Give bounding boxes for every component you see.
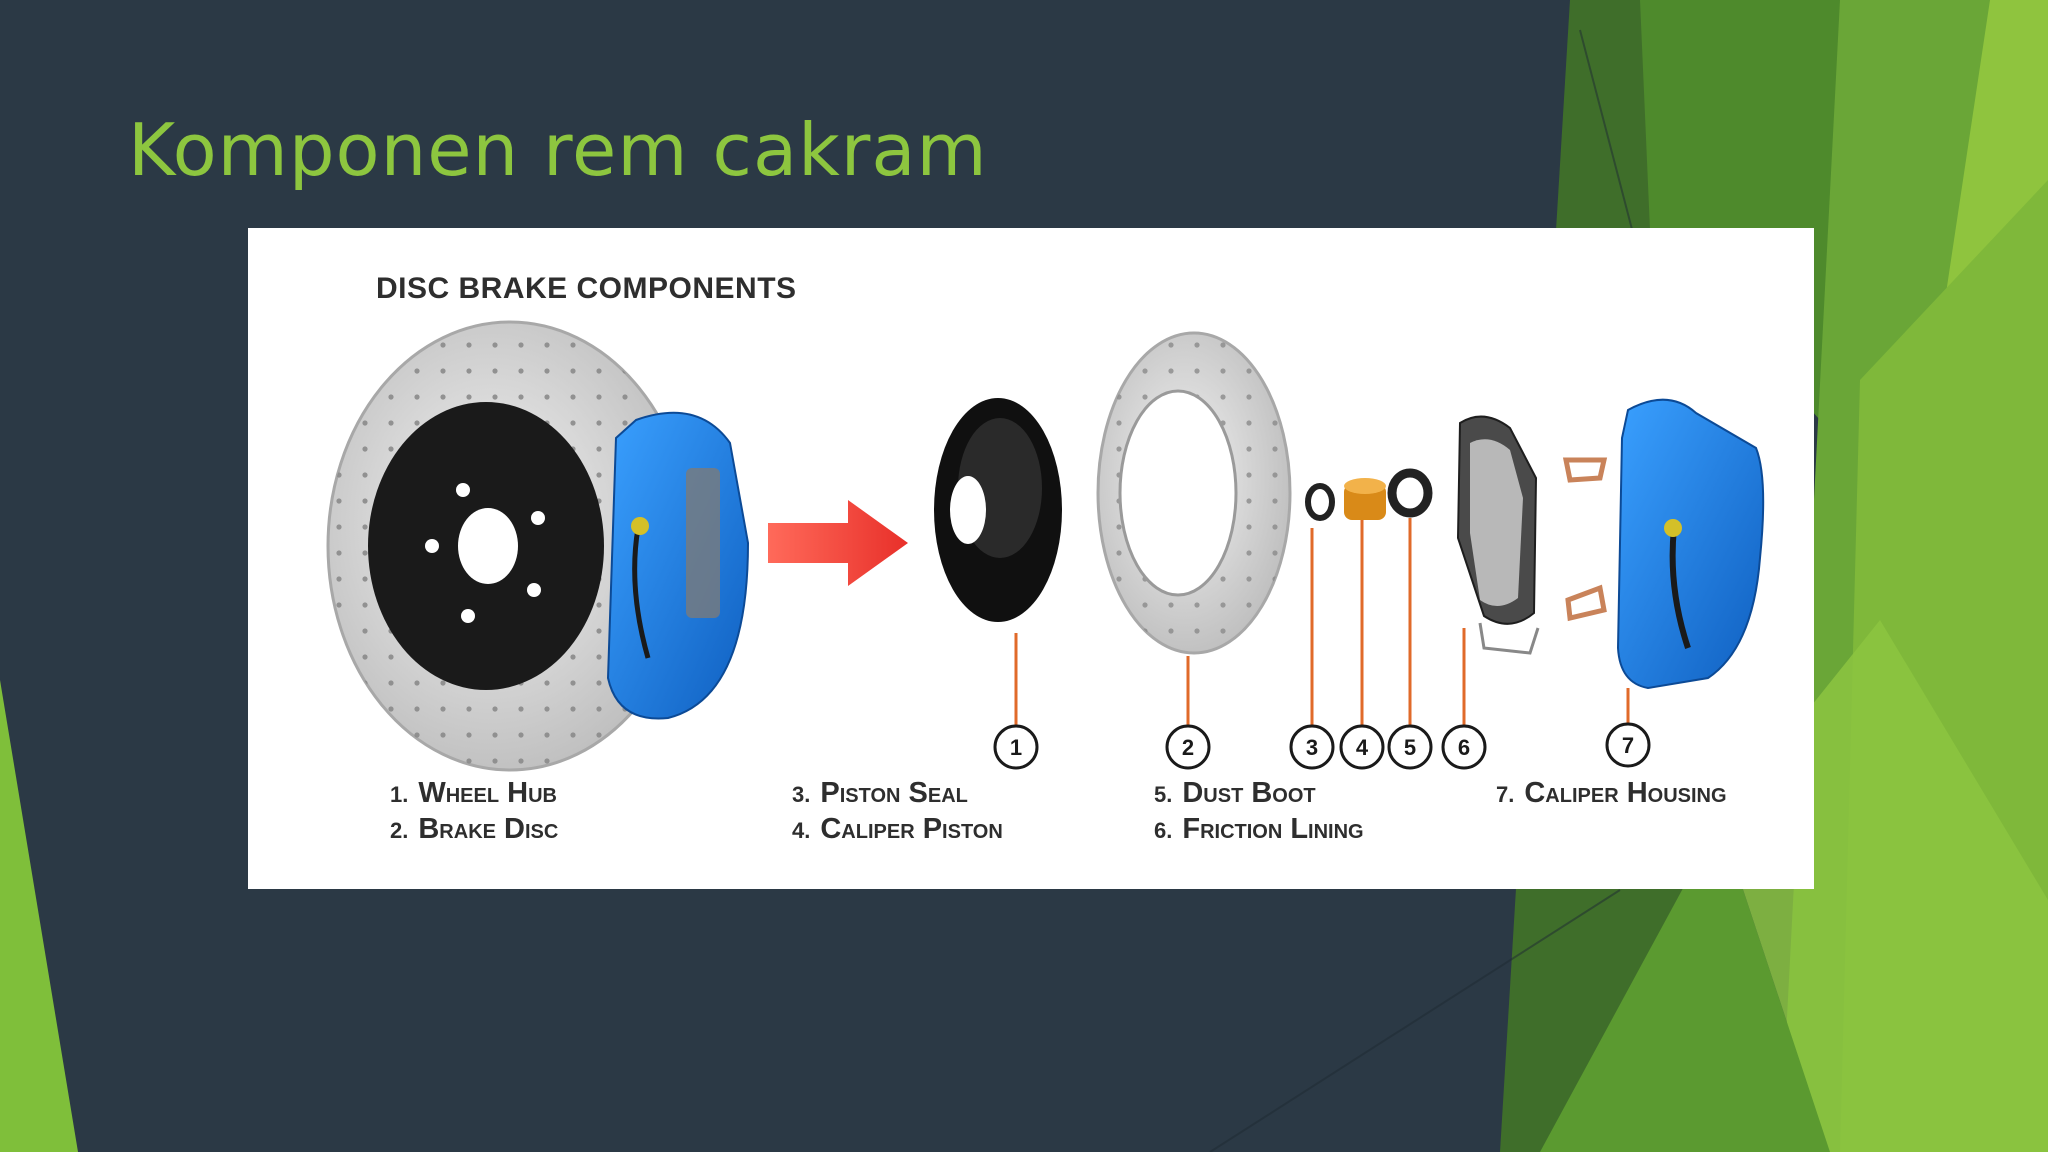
legend-item-wheel-hub: 1.Wheel Hub: [390, 777, 557, 809]
svg-text:3: 3: [1306, 735, 1318, 760]
piston-seal-image: [1305, 483, 1335, 521]
legend-column-4: 7.Caliper Housing: [1496, 776, 1727, 812]
legend-item-caliper-housing: 7.Caliper Housing: [1496, 777, 1727, 809]
svg-text:2: 2: [1182, 735, 1194, 760]
svg-text:7: 7: [1622, 733, 1634, 758]
disc-brake-figure: 1 2 3 4 5 6 7: [248, 228, 1814, 889]
figure-heading: DISC BRAKE COMPONENTS: [376, 272, 797, 305]
svg-text:4: 4: [1356, 735, 1369, 760]
callout-2: 2: [1165, 724, 1211, 770]
svg-text:5: 5: [1404, 735, 1416, 760]
caliper-piston-image: [1344, 478, 1386, 520]
brake-disc-image: [1096, 331, 1292, 655]
arrow-icon: [768, 500, 908, 586]
svg-text:6: 6: [1458, 735, 1470, 760]
legend-column-3: 5.Dust Boot 6.Friction Lining: [1154, 776, 1364, 848]
callout-1: 1: [993, 724, 1039, 770]
svg-text:1: 1: [1010, 735, 1022, 760]
caliper-housing-image: [1616, 398, 1765, 690]
legend-column-1: 1.Wheel Hub 2.Brake Disc: [390, 776, 558, 848]
slide-title: Komponen rem cakram: [128, 108, 988, 192]
legend-item-friction-lining: 6.Friction Lining: [1154, 813, 1364, 845]
callout-4: 4: [1339, 724, 1385, 770]
legend-column-2: 3.Piston Seal 4.Caliper Piston: [792, 776, 1003, 848]
legend-item-piston-seal: 3.Piston Seal: [792, 777, 968, 809]
assembled-brake-image: [326, 320, 750, 772]
callout-7: 7: [1605, 722, 1651, 768]
clips-image: [1562, 457, 1608, 622]
disc-brake-illustration: 1 2 3 4 5 6 7: [326, 320, 1765, 772]
callout-6: 6: [1441, 724, 1487, 770]
legend-item-dust-boot: 5.Dust Boot: [1154, 777, 1316, 809]
friction-lining-image: [1456, 415, 1540, 655]
legend-item-brake-disc: 2.Brake Disc: [390, 813, 559, 845]
leader-lines: [1014, 518, 1630, 728]
wheel-hub-image: [934, 398, 1062, 622]
callout-3: 3: [1289, 724, 1335, 770]
callout-5: 5: [1387, 724, 1433, 770]
legend-item-caliper-piston: 4.Caliper Piston: [792, 813, 1003, 845]
dust-boot-image: [1387, 468, 1433, 518]
